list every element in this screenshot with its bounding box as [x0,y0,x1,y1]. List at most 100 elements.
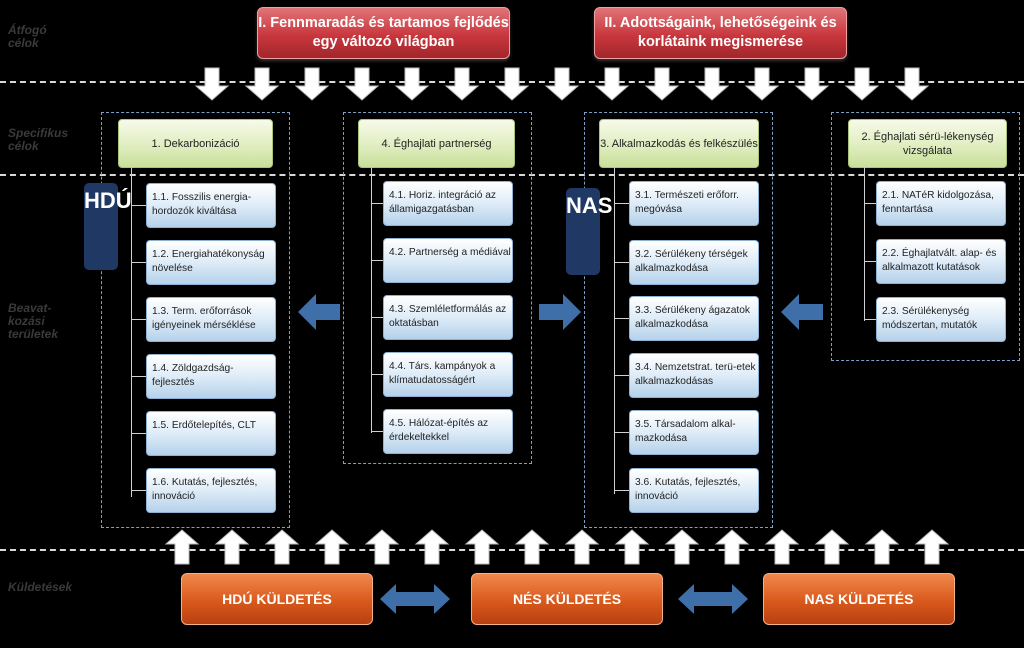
up-arrow-icon [564,529,600,565]
priority-item-1-3: 1.3. Term. erőforrások igényeinek mérsék… [146,297,276,342]
connector-line [864,319,876,320]
double-arrow-icon [380,584,450,614]
specific-goal-vulnerability: 2. Éghajlati sérü-lékenység vizsgálata [848,119,1007,168]
group-adaptation [584,112,773,528]
side-label-missions: Küldetések [8,580,73,594]
up-arrow-icon [164,529,200,565]
left-arrow-icon [298,294,340,330]
connector-line [371,317,383,318]
down-arrow-icon [594,67,630,101]
down-arrow-icon [744,67,780,101]
connector-line [371,166,372,433]
goal-down-arrows [194,67,930,101]
down-arrow-icon [344,67,380,101]
mission-hdu: HDÚ KÜLDETÉS [181,573,373,625]
priority-item-2-3: 2.3. Sérülékenység módszertan, mutatók [876,297,1006,342]
priority-item-4-5: 4.5. Hálózat-építés az érdekeltekkel [383,409,513,454]
priority-item-3-6: 3.6. Kutatás, fejlesztés, innováció [629,468,759,513]
priority-item-1-1: 1.1. Fosszilis energia-hordozók kiváltás… [146,183,276,228]
connector-line [614,318,629,319]
up-arrow-icon [764,529,800,565]
up-arrow-icon [864,529,900,565]
overall-goal-2: II. Adottságaink, lehetőségeink és korlá… [594,7,847,59]
connector-line [864,166,865,321]
side-label-priorities: Beavat-kozási területek [8,301,59,341]
connector-line [614,432,629,433]
connector-line [614,262,629,263]
group-partnership [343,112,532,464]
connector-line [864,261,876,262]
priority-item-3-4: 3.4. Nemzetstrat. terü-etek alkalmazkodá… [629,353,759,398]
connector-line [131,433,146,434]
up-arrow-icon [414,529,450,565]
up-arrow-icon [314,529,350,565]
connector-line [131,262,146,263]
up-arrow-icon [364,529,400,565]
connector-line [614,375,629,376]
down-arrow-icon [694,67,730,101]
down-arrow-icon [844,67,880,101]
down-arrow-icon [494,67,530,101]
up-arrow-icon [514,529,550,565]
down-arrow-icon [544,67,580,101]
priority-item-1-5: 1.5. Erdőtelepítés, CLT [146,411,276,456]
left-arrow-icon [781,294,823,330]
overall-goal-1: I. Fennmaradás és tartamos fejlődés egy … [257,7,510,59]
badge-nas: NAS [566,188,612,275]
connector-line [131,319,146,320]
priority-item-4-3: 4.3. Szemléletformálás az oktatásban [383,295,513,340]
priority-item-3-2: 3.2. Sérülékeny térségek alkalmazkodása [629,240,759,285]
double-arrow-icon [678,584,748,614]
right-arrow-icon [539,294,581,330]
priority-item-4-1: 4.1. Horiz. integráció az államigazgatás… [383,181,513,226]
down-arrow-icon [194,67,230,101]
up-arrow-icon [714,529,750,565]
connector-line [864,203,876,204]
priority-item-3-5: 3.5. Társadalom alkal-mazkodása [629,410,759,455]
side-label-specific: Specifikus célok [8,126,69,153]
down-arrow-icon [444,67,480,101]
connector-line [371,431,383,432]
separator-line [0,174,1024,176]
specific-goal-decarbonisation: 1. Dekarbonizáció [118,119,273,168]
up-arrow-icon [664,529,700,565]
connector-line [131,490,146,491]
priority-item-2-1: 2.1. NATéR kidolgozása, fenntartása [876,181,1006,226]
priority-item-4-2: 4.2. Partnerség a médiával [383,238,513,283]
connector-line [131,205,146,206]
specific-goal-partnership: 4. Éghajlati partnerség [358,119,515,168]
connector-line [614,490,629,491]
priority-item-1-6: 1.6. Kutatás, fejlesztés, innováció [146,468,276,513]
badge-hdu: HDÚ [84,183,132,270]
group-vulnerability [831,112,1020,361]
connector-line [371,260,383,261]
specific-goal-adaptation: 3. Alkalmazkodás és felkészülés [599,119,759,168]
connector-line [371,203,383,204]
down-arrow-icon [644,67,680,101]
group-decarbonisation [101,112,290,528]
down-arrow-icon [894,67,930,101]
mission-up-arrows [164,529,950,565]
priority-item-3-1: 3.1. Természeti erőforr. megóvása [629,181,759,226]
up-arrow-icon [464,529,500,565]
priority-item-3-3: 3.3. Sérülékeny ágazatok alkalmazkodása [629,296,759,341]
down-arrow-icon [394,67,430,101]
priority-item-1-2: 1.2. Energiahatékonyság növelése [146,240,276,285]
priority-item-4-4: 4.4. Társ. kampányok a klímatudatosságér… [383,352,513,397]
side-label-overall: Átfogó célok [8,23,47,50]
priority-item-2-2: 2.2. Éghajlatvált. alap- és alkalmazott … [876,239,1006,284]
separator-line [0,549,1024,551]
down-arrow-icon [294,67,330,101]
mission-nes: NÉS KÜLDETÉS [471,573,663,625]
up-arrow-icon [814,529,850,565]
down-arrow-icon [244,67,280,101]
down-arrow-icon [794,67,830,101]
connector-line [614,166,615,494]
priority-item-1-4: 1.4. Zöldgazdság-fejlesztés [146,354,276,399]
up-arrow-icon [264,529,300,565]
mission-nas: NAS KÜLDETÉS [763,573,955,625]
up-arrow-icon [914,529,950,565]
up-arrow-icon [214,529,250,565]
connector-line [131,376,146,377]
connector-line [614,203,629,204]
